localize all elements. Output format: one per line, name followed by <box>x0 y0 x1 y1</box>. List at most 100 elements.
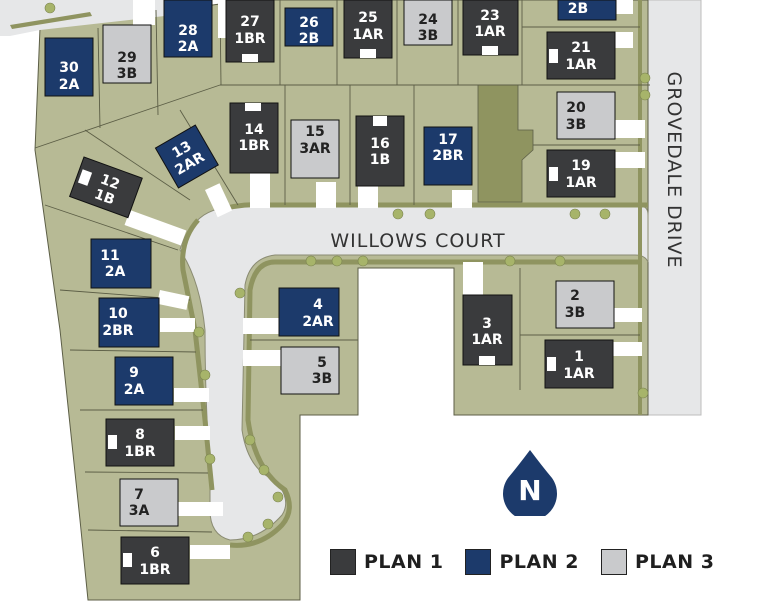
svg-text:1BR: 1BR <box>124 444 155 460</box>
lot-5[interactable]: 5 3B <box>280 346 340 395</box>
lot-10[interactable]: 10 2BR <box>98 297 160 348</box>
svg-text:1AR: 1AR <box>565 175 597 191</box>
lot-15[interactable]: 15 3AR <box>290 119 340 179</box>
svg-text:20: 20 <box>566 100 586 116</box>
svg-text:2A: 2A <box>178 39 199 55</box>
svg-text:25: 25 <box>358 10 377 26</box>
svg-text:3B: 3B <box>418 28 438 44</box>
lot-23[interactable]: 23 1AR <box>462 0 519 56</box>
svg-text:3: 3 <box>482 316 492 332</box>
svg-text:3B: 3B <box>312 371 332 387</box>
svg-text:3B: 3B <box>565 305 585 321</box>
lot-19[interactable]: 19 1AR <box>546 149 616 198</box>
svg-text:27: 27 <box>240 14 259 30</box>
grovedale-drive-label: GROVEDALE DRIVE <box>663 72 685 269</box>
lot-7[interactable]: 7 3A <box>119 478 179 527</box>
svg-text:9: 9 <box>129 365 139 381</box>
street-trees <box>44 2 651 543</box>
lot-3[interactable]: 3 1AR <box>462 294 513 366</box>
lot-25[interactable]: 25 1AR <box>343 0 393 59</box>
svg-text:10: 10 <box>108 306 128 322</box>
lot-22[interactable]: 2B <box>557 0 617 21</box>
svg-text:16: 16 <box>370 136 389 152</box>
svg-text:1BR: 1BR <box>139 562 170 578</box>
lot-1[interactable]: 1 1AR <box>544 339 614 389</box>
svg-text:1B: 1B <box>370 152 390 168</box>
svg-text:2BR: 2BR <box>432 148 463 164</box>
legend-label: PLAN 1 <box>364 551 444 573</box>
svg-text:14: 14 <box>244 122 264 138</box>
willows-court-road <box>179 205 649 541</box>
grovedale-drive-road <box>647 0 702 416</box>
svg-text:3AR: 3AR <box>299 141 331 157</box>
lot-13[interactable]: 13 2AR <box>154 124 219 189</box>
lot-29[interactable]: 29 3B <box>102 24 152 84</box>
svg-text:6: 6 <box>150 545 160 561</box>
svg-text:1AR: 1AR <box>474 24 506 40</box>
south-curb-strip <box>229 259 640 548</box>
lot-2[interactable]: 2 3B <box>555 280 615 329</box>
svg-text:3A: 3A <box>129 503 150 519</box>
svg-text:4: 4 <box>313 297 323 313</box>
lot-17[interactable]: 17 2BR <box>423 126 473 186</box>
svg-text:2A: 2A <box>59 77 80 93</box>
lot-20[interactable]: 20 3B <box>556 91 616 140</box>
svg-text:3B: 3B <box>566 117 586 133</box>
svg-text:7: 7 <box>134 487 144 503</box>
legend-item-plan-3: PLAN 3 <box>600 549 715 575</box>
svg-text:1AR: 1AR <box>565 57 597 73</box>
lot-8[interactable]: 8 1BR <box>105 418 175 467</box>
lot-12[interactable]: 12 1B <box>68 156 143 219</box>
svg-text:3B: 3B <box>117 66 137 82</box>
lot-24[interactable]: 24 3B <box>403 0 453 46</box>
lot-27[interactable]: 27 1BR <box>225 0 275 63</box>
svg-text:11: 11 <box>100 248 119 264</box>
lot-14[interactable]: 14 1BR <box>229 102 279 174</box>
legend-item-plan-1: PLAN 1 <box>330 549 443 575</box>
lot-16[interactable]: 16 1B <box>355 115 405 187</box>
svg-text:2A: 2A <box>105 264 126 280</box>
svg-text:1BR: 1BR <box>238 138 269 154</box>
lot-4[interactable]: 4 2AR <box>278 287 340 337</box>
svg-text:5: 5 <box>317 355 327 371</box>
lot-28[interactable]: 28 2A <box>163 0 213 58</box>
lot-divider-lines <box>34 0 650 533</box>
lot-11[interactable]: 11 2A <box>90 238 152 289</box>
svg-text:30: 30 <box>59 60 79 76</box>
svg-text:2A: 2A <box>124 382 145 398</box>
svg-text:24: 24 <box>418 12 438 28</box>
plan-1-swatch <box>330 549 356 575</box>
lot-6[interactable]: 6 1BR <box>120 536 190 585</box>
svg-text:26: 26 <box>299 15 318 31</box>
svg-text:29: 29 <box>117 50 136 66</box>
svg-text:12: 12 <box>98 172 122 194</box>
legend-label: PLAN 2 <box>499 551 579 573</box>
north-compass-icon: N <box>503 450 557 516</box>
svg-text:2B: 2B <box>299 31 319 47</box>
svg-text:28: 28 <box>178 23 197 39</box>
svg-text:1AR: 1AR <box>471 332 503 348</box>
svg-text:8: 8 <box>135 427 145 443</box>
park-strip <box>477 84 534 203</box>
svg-text:2: 2 <box>570 288 580 304</box>
svg-text:2B: 2B <box>568 1 588 17</box>
svg-text:23: 23 <box>480 8 499 24</box>
lot-9[interactable]: 9 2A <box>114 356 174 406</box>
svg-text:19: 19 <box>571 158 590 174</box>
plan-legend: PLAN 1 PLAN 2 PLAN 3 <box>330 549 736 575</box>
willows-court-label: WILLOWS COURT <box>330 230 505 252</box>
top-left-median <box>10 12 92 29</box>
legend-item-plan-2: PLAN 2 <box>465 549 578 575</box>
svg-text:1AR: 1AR <box>563 366 595 382</box>
lot-26[interactable]: 26 2B <box>284 7 334 47</box>
lot-30[interactable]: 30 2A <box>44 37 94 97</box>
legend-label: PLAN 3 <box>634 551 715 573</box>
svg-text:1B: 1B <box>92 186 117 208</box>
svg-text:1BR: 1BR <box>234 31 265 47</box>
plan-3-swatch <box>600 549 627 575</box>
lot-21[interactable]: 21 1AR <box>546 31 616 80</box>
svg-text:1AR: 1AR <box>352 27 384 43</box>
svg-text:21: 21 <box>571 40 590 56</box>
plan-2-swatch <box>465 549 492 575</box>
